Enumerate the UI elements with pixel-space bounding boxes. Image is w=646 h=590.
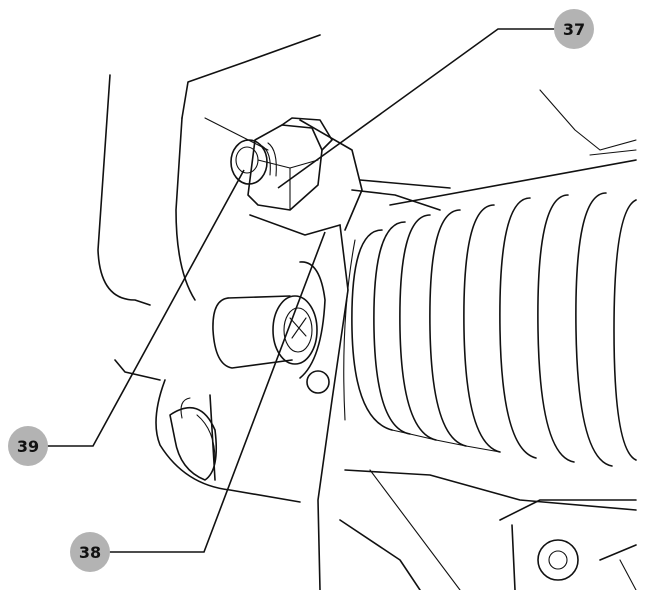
callout-38-badge <box>70 532 110 572</box>
callout-39-label: 39 <box>17 437 39 456</box>
callout-37: 37 <box>554 9 594 49</box>
caliper-housing <box>97 34 637 503</box>
callout-39: 39 <box>8 426 48 466</box>
callout-leaders <box>45 28 556 553</box>
guide-pin-bolt <box>212 261 330 394</box>
callout-39-badge <box>8 426 48 466</box>
callout-38: 38 <box>70 532 110 572</box>
rubber-boot <box>351 159 637 467</box>
callout-38-label: 38 <box>79 543 101 562</box>
callout-37-badge <box>554 9 594 49</box>
lower-structure <box>339 469 637 590</box>
mounting-bracket <box>249 119 451 590</box>
bleed-screw-assembly <box>230 117 333 211</box>
callout-37-label: 37 <box>563 20 585 39</box>
